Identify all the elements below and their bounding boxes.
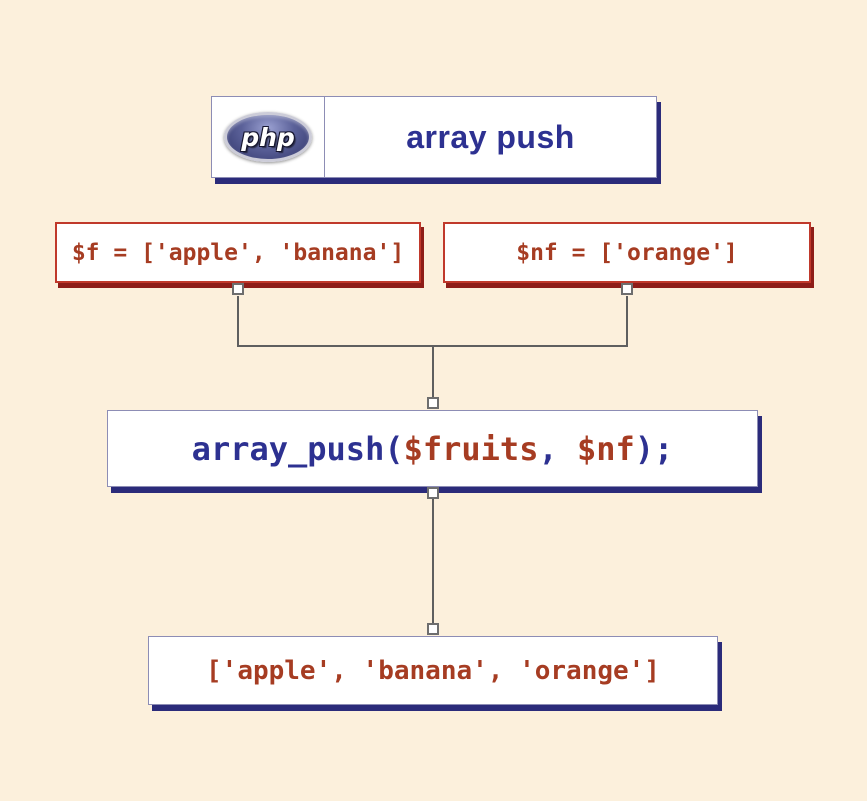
left-input-box: $f = ['apple', 'banana'] — [55, 222, 421, 283]
php-logo-icon: php — [224, 112, 312, 162]
php-logo-text: php — [241, 122, 295, 152]
right-input-box: $nf = ['orange'] — [443, 222, 811, 283]
connector-node-left — [232, 283, 244, 295]
connector-line-bottom — [432, 497, 434, 625]
result-box: ['apple', 'banana', 'orange'] — [148, 636, 718, 705]
right-input-code: $nf = ['orange'] — [516, 239, 738, 266]
connector-line-left — [237, 296, 239, 347]
title-cell: array push — [325, 97, 656, 177]
connector-node-operation-top — [427, 397, 439, 409]
diagram-title: array push — [406, 118, 575, 155]
result-code: ['apple', 'banana', 'orange'] — [206, 655, 660, 686]
left-input-code: $f = ['apple', 'banana'] — [71, 239, 405, 266]
connector-line-middle — [432, 347, 434, 399]
title-box: php array push — [211, 96, 657, 178]
connector-node-operation-bottom — [427, 487, 439, 499]
php-logo-cell: php — [212, 97, 325, 177]
connector-node-result-top — [427, 623, 439, 635]
connector-line-right — [626, 296, 628, 347]
operation-code: array_push($fruits, $nf); — [191, 429, 674, 468]
connector-node-right — [621, 283, 633, 295]
connector-line-horizontal — [237, 345, 628, 347]
operation-box: array_push($fruits, $nf); — [107, 410, 758, 487]
